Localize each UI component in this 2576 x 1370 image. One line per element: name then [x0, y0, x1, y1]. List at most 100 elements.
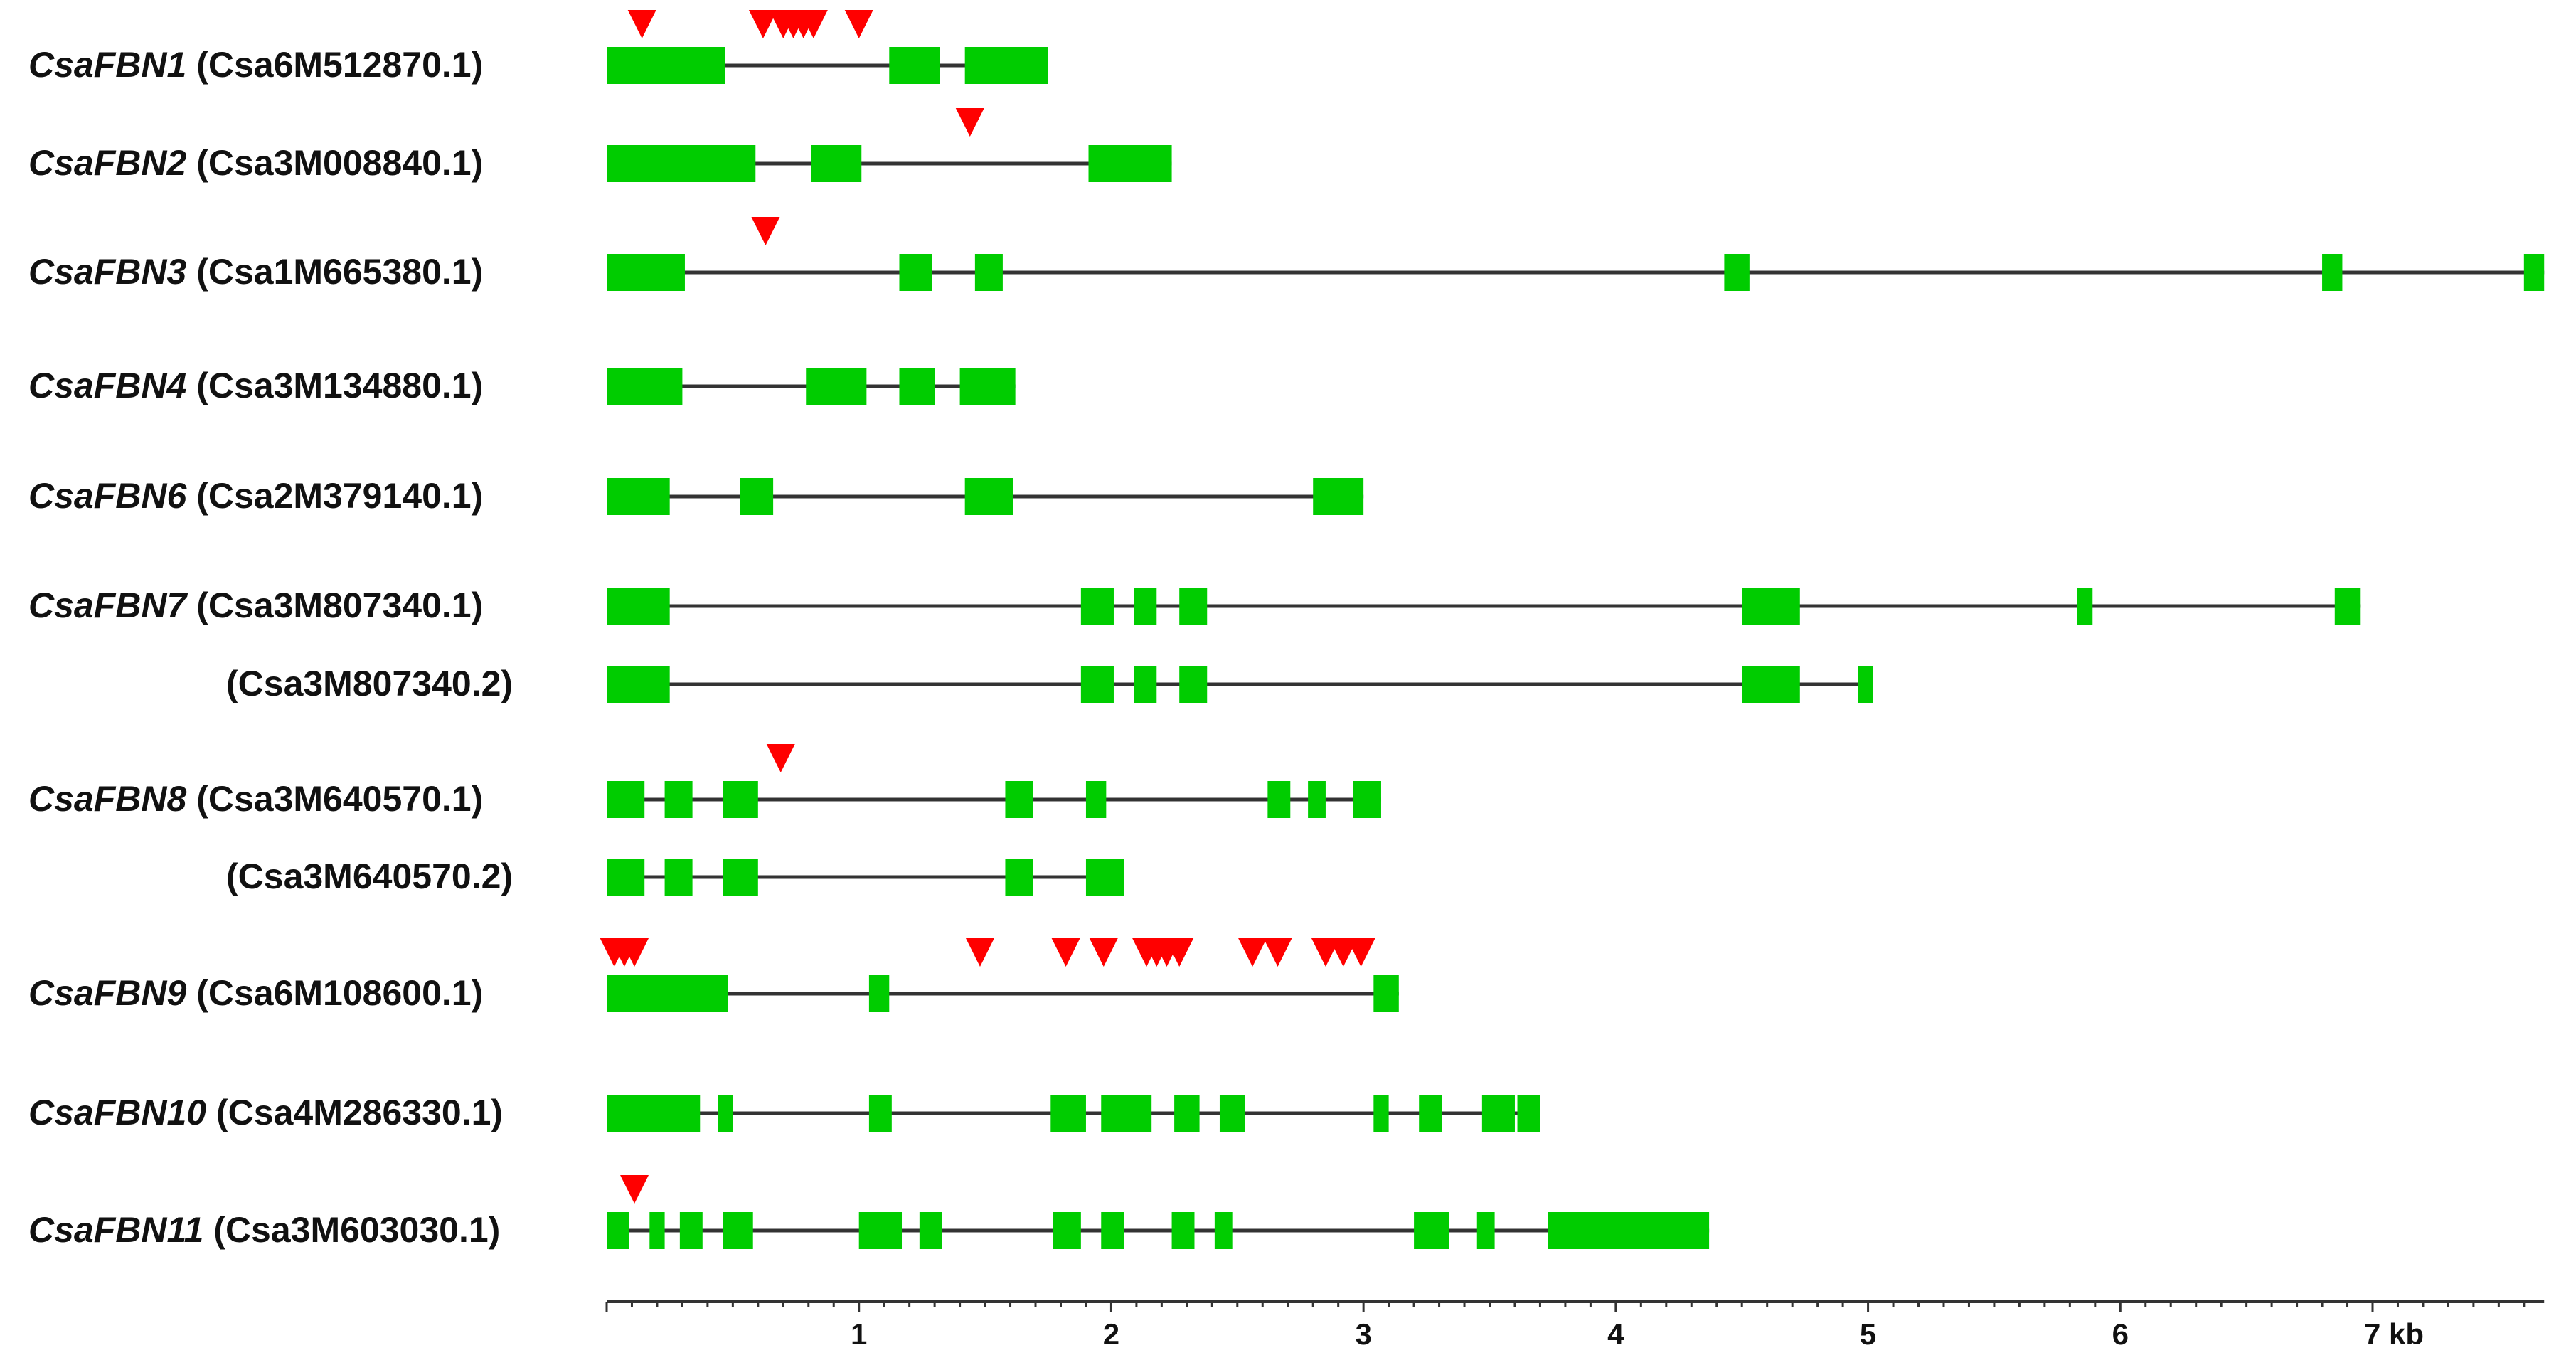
gene-name: CsaFBN6	[28, 476, 187, 516]
gene-label-csafbn7-t2: (Csa3M807340.2)	[226, 664, 513, 703]
exon-block	[806, 368, 867, 405]
exon-block	[868, 975, 890, 1012]
exon-block	[1085, 859, 1124, 896]
gene-name: CsaFBN10	[28, 1093, 206, 1132]
gene-name: CsaFBN3	[28, 252, 186, 292]
exon-block	[649, 1212, 665, 1249]
exon-block	[1005, 859, 1033, 896]
exon-block	[607, 588, 670, 625]
exon-block	[974, 254, 1003, 291]
marker-triangle	[766, 744, 795, 772]
exon-block	[1134, 666, 1157, 703]
exon-block	[1080, 588, 1114, 625]
exon-block	[740, 478, 774, 515]
exon-block	[964, 478, 1013, 515]
exon-block	[607, 859, 645, 896]
gene-name: CsaFBN7	[28, 585, 188, 625]
gene-label-csafbn10: CsaFBN10 (Csa4M286330.1)	[28, 1093, 503, 1132]
exon-block	[607, 254, 685, 291]
transcript-id: (Csa3M008840.1)	[196, 143, 483, 183]
exon-block	[1085, 781, 1107, 818]
exon-block	[1476, 1212, 1495, 1249]
exon-block	[1005, 781, 1033, 818]
transcript-id: (Csa3M134880.1)	[196, 366, 483, 405]
gene-name: CsaFBN1	[28, 45, 186, 85]
axis-tick-label: 6	[2112, 1317, 2129, 1351]
marker-triangle	[799, 10, 828, 38]
exon-block	[607, 1095, 701, 1132]
exon-block	[959, 368, 1016, 405]
exon-block	[679, 1212, 703, 1249]
marker-triangle	[965, 938, 994, 967]
exon-block	[607, 47, 725, 84]
exon-block	[1742, 666, 1800, 703]
exon-block	[607, 781, 645, 818]
transcript-id: (Csa6M512870.1)	[196, 45, 483, 85]
exon-block	[1267, 781, 1291, 818]
gene-labels: CsaFBN1 (Csa6M512870.1) CsaFBN2 (Csa3M008…	[28, 45, 513, 1250]
gene-label-csafbn6: CsaFBN6 (Csa2M379140.1)	[28, 476, 483, 516]
gene-label-csafbn4: CsaFBN4 (Csa3M134880.1)	[28, 366, 483, 405]
transcript-id: (Csa3M807340.1)	[196, 585, 483, 625]
transcript-id: (Csa3M807340.2)	[226, 664, 513, 703]
exon-block	[723, 859, 758, 896]
exon-block	[1053, 1212, 1081, 1249]
exon-block	[1353, 781, 1381, 818]
transcript-id: (Csa2M379140.1)	[196, 476, 483, 516]
marker-triangle	[1238, 938, 1267, 967]
transcript-id: (Csa4M286330.1)	[216, 1093, 503, 1132]
marker-triangle	[627, 10, 656, 38]
marker-triangle	[844, 10, 873, 38]
exon-block	[1214, 1212, 1233, 1249]
exon-block	[868, 1095, 892, 1132]
exon-block	[858, 1212, 903, 1249]
exon-block	[2334, 588, 2361, 625]
axis-tick-label: 2	[1103, 1317, 1119, 1351]
gene-label-csafbn9: CsaFBN9 (Csa6M108600.1)	[28, 973, 483, 1013]
exon-block	[1742, 588, 1800, 625]
exon-block	[723, 1212, 753, 1249]
exon-block	[1373, 975, 1399, 1012]
exon-block	[1419, 1095, 1442, 1132]
exon-block	[811, 145, 862, 182]
gene-name: CsaFBN4	[28, 366, 186, 405]
marker-triangle	[1346, 938, 1375, 967]
transcript-id: (Csa3M640570.2)	[226, 856, 513, 896]
exon-block	[607, 975, 728, 1012]
exon-block	[2077, 588, 2093, 625]
marker-triangle	[955, 108, 984, 137]
axis-tick-label: 3	[1355, 1317, 1371, 1351]
marker-triangle	[1263, 938, 1292, 967]
exon-block	[1134, 588, 1157, 625]
axis-tick-label: 5	[1860, 1317, 1876, 1351]
exon-block	[919, 1212, 942, 1249]
transcript-id: (Csa6M108600.1)	[196, 973, 483, 1013]
gene-name: CsaFBN9	[28, 973, 186, 1013]
axis-tick-label: 4	[1607, 1317, 1624, 1351]
exon-block	[1548, 1212, 1710, 1249]
exon-block	[718, 1095, 733, 1132]
exon-block	[607, 145, 756, 182]
exon-block	[1050, 1095, 1086, 1132]
marker-triangle	[748, 10, 777, 38]
exon-block	[1481, 1095, 1515, 1132]
exon-block	[1171, 1212, 1195, 1249]
axis-tick-label: 7 kb	[2364, 1317, 2424, 1351]
marker-triangle	[1165, 938, 1194, 967]
gene-name: CsaFBN2	[28, 143, 186, 183]
exon-block	[1080, 666, 1114, 703]
gene-label-csafbn8-t2: (Csa3M640570.2)	[226, 856, 513, 896]
exon-block	[2322, 254, 2343, 291]
exon-block	[1517, 1095, 1540, 1132]
gene-label-csafbn2: CsaFBN2 (Csa3M008840.1)	[28, 143, 483, 183]
exon-block	[607, 1212, 629, 1249]
gene-label-csafbn7: CsaFBN7 (Csa3M807340.1)	[28, 585, 483, 625]
marker-triangle	[751, 217, 780, 245]
exon-block	[1414, 1212, 1449, 1249]
gene-label-csafbn3: CsaFBN3 (Csa1M665380.1)	[28, 252, 483, 292]
exon-block	[1219, 1095, 1245, 1132]
marker-triangle	[620, 1175, 649, 1204]
gene-name: CsaFBN11	[28, 1210, 203, 1250]
